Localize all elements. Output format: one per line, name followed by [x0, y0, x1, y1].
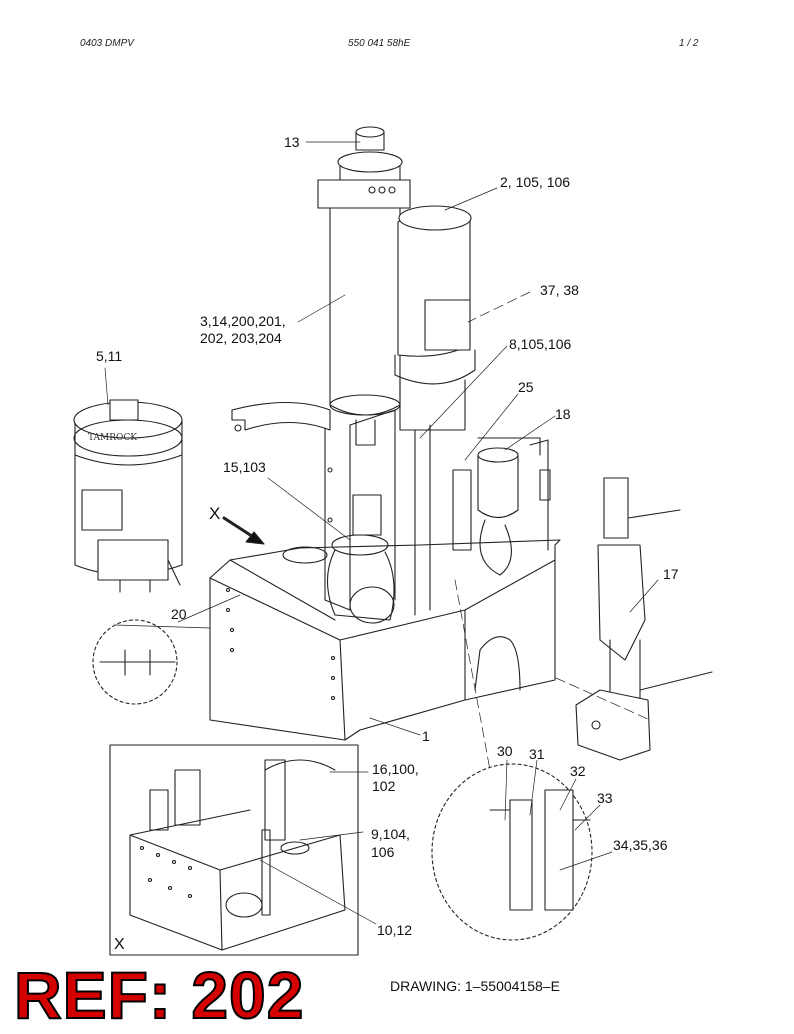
- drawing-number: DRAWING: 1–55004158–E: [390, 978, 560, 994]
- label-32: 32: [570, 763, 586, 779]
- brand-logo: TAMROCK: [88, 433, 137, 443]
- label-31: 31: [529, 746, 545, 762]
- label-8-105-106: 8,105,106: [509, 336, 572, 352]
- detail-circle-30: [431, 763, 593, 941]
- oil-tank: TAMROCK: [73, 399, 183, 593]
- inset-view-x: [109, 744, 359, 956]
- label-13: 13: [284, 134, 300, 150]
- label-10-12: 10,12: [377, 922, 413, 938]
- label-34-35-36: 34,35,36: [613, 837, 668, 853]
- label-view-x: X: [209, 504, 221, 523]
- label-5-11: 5,11: [96, 348, 123, 364]
- label-18: 18: [555, 406, 571, 422]
- arrow-head-icon: [245, 531, 265, 545]
- label-33: 33: [597, 790, 613, 806]
- label-1: 1: [422, 728, 430, 744]
- filter-cylinder: [317, 126, 411, 446]
- bolt-icon: [234, 424, 242, 432]
- label-16-100-line1: 16,100,: [372, 761, 419, 777]
- label-inset-x: X: [114, 936, 125, 953]
- label-2-105-106: 2, 105, 106: [500, 174, 571, 190]
- valve-assembly: [575, 477, 713, 761]
- clamp-bracket: [231, 402, 331, 431]
- leader-lines: [104, 141, 659, 925]
- label-30: 30: [497, 743, 513, 759]
- label-16-100-line2: 102: [372, 778, 396, 794]
- label-3-group-line2: 202, 203,204: [200, 330, 282, 346]
- label-9-104-line1: 9,104,: [371, 826, 410, 842]
- label-17: 17: [663, 566, 679, 582]
- label-25: 25: [518, 379, 534, 395]
- label-37-38: 37, 38: [540, 282, 579, 298]
- header-model: 0403 DMPV: [80, 38, 134, 49]
- label-15-103: 15,103: [223, 459, 266, 475]
- base-frame: [209, 539, 561, 741]
- label-3-group-line1: 3,14,200,201,: [200, 313, 286, 329]
- motor: [394, 205, 476, 431]
- pump-housing: [282, 534, 395, 624]
- reference-stamp: REF: 202: [13, 958, 305, 1032]
- label-9-104-line2: 106: [371, 844, 395, 860]
- label-20: 20: [171, 606, 187, 622]
- filter-assembly: [452, 437, 551, 576]
- header-part-number: 550 041 58hE: [348, 38, 411, 49]
- detail-circle-20: [92, 619, 178, 705]
- header-page-number: 1 / 2: [679, 38, 699, 49]
